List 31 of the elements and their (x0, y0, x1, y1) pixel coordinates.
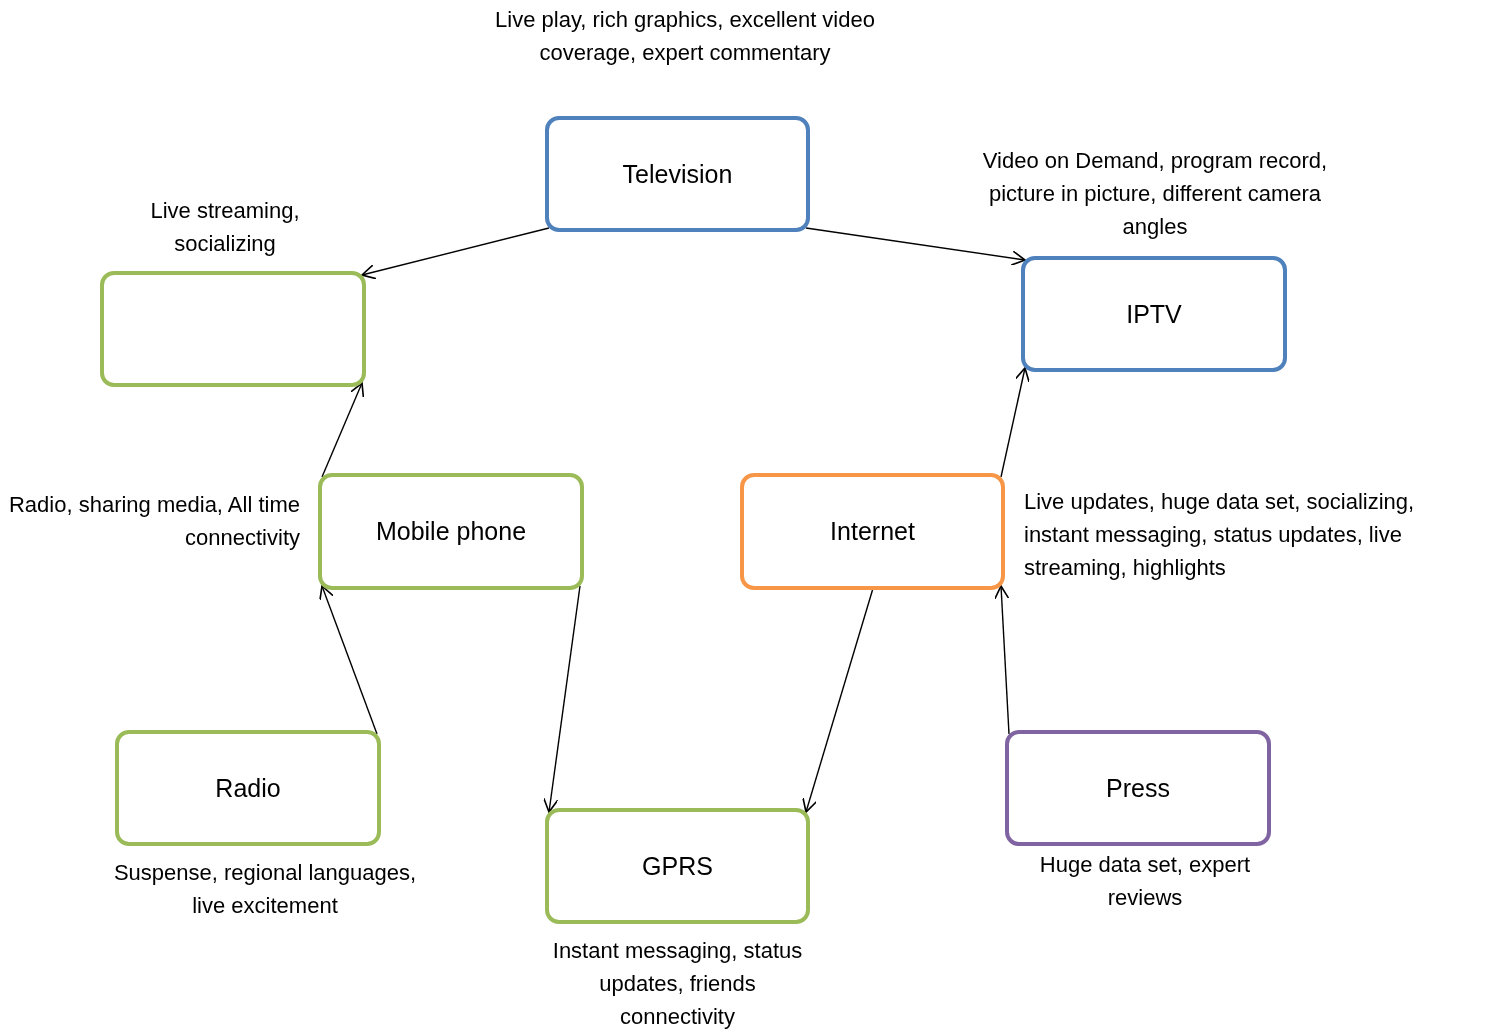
node-label: Television (622, 159, 733, 189)
arrow (319, 585, 378, 735)
annotation-text: Suspense, regional languages, live excitement (112, 859, 418, 920)
rounded-box (100, 271, 366, 387)
arrow (805, 227, 1026, 266)
rounded-box (1021, 256, 1287, 372)
node-label: Mobile phone (375, 517, 527, 546)
annotation-text: Live updates, huge data set, socializing, instant messaging, status updates, live streaming, highlights (1024, 488, 1416, 582)
rounded-box (740, 473, 1005, 590)
node-label: GPRS (642, 851, 713, 881)
arrow (802, 589, 874, 813)
annotation-text: Video on Demand, program record, picture in picture, different camera angles (981, 147, 1329, 241)
rounded-box (545, 808, 810, 924)
rounded-box (1005, 730, 1271, 846)
arrow (321, 382, 365, 478)
rounded-box (115, 730, 381, 846)
node-label: Press (1106, 773, 1170, 803)
rounded-box (545, 116, 810, 232)
annotation-text: Live streaming, socializing (149, 197, 301, 258)
annotation-text: Live play, rich graphics, excellent video coverage, expert commentary (494, 6, 876, 67)
arrow (1000, 367, 1030, 478)
annotation-text: Radio, sharing media, All time connectivity (7, 491, 300, 552)
annotation-text: Instant messaging, status updates, friends connectivity (551, 937, 804, 1031)
arrow (361, 227, 550, 280)
rounded-box (318, 473, 584, 590)
node-label: Internet (830, 517, 915, 546)
node-label: IPTV (1126, 299, 1182, 329)
arrow (993, 585, 1010, 735)
node-label: Radio (215, 773, 281, 803)
arrow (543, 585, 581, 813)
annotation-text: Huge data set, expert reviews (1038, 851, 1252, 912)
